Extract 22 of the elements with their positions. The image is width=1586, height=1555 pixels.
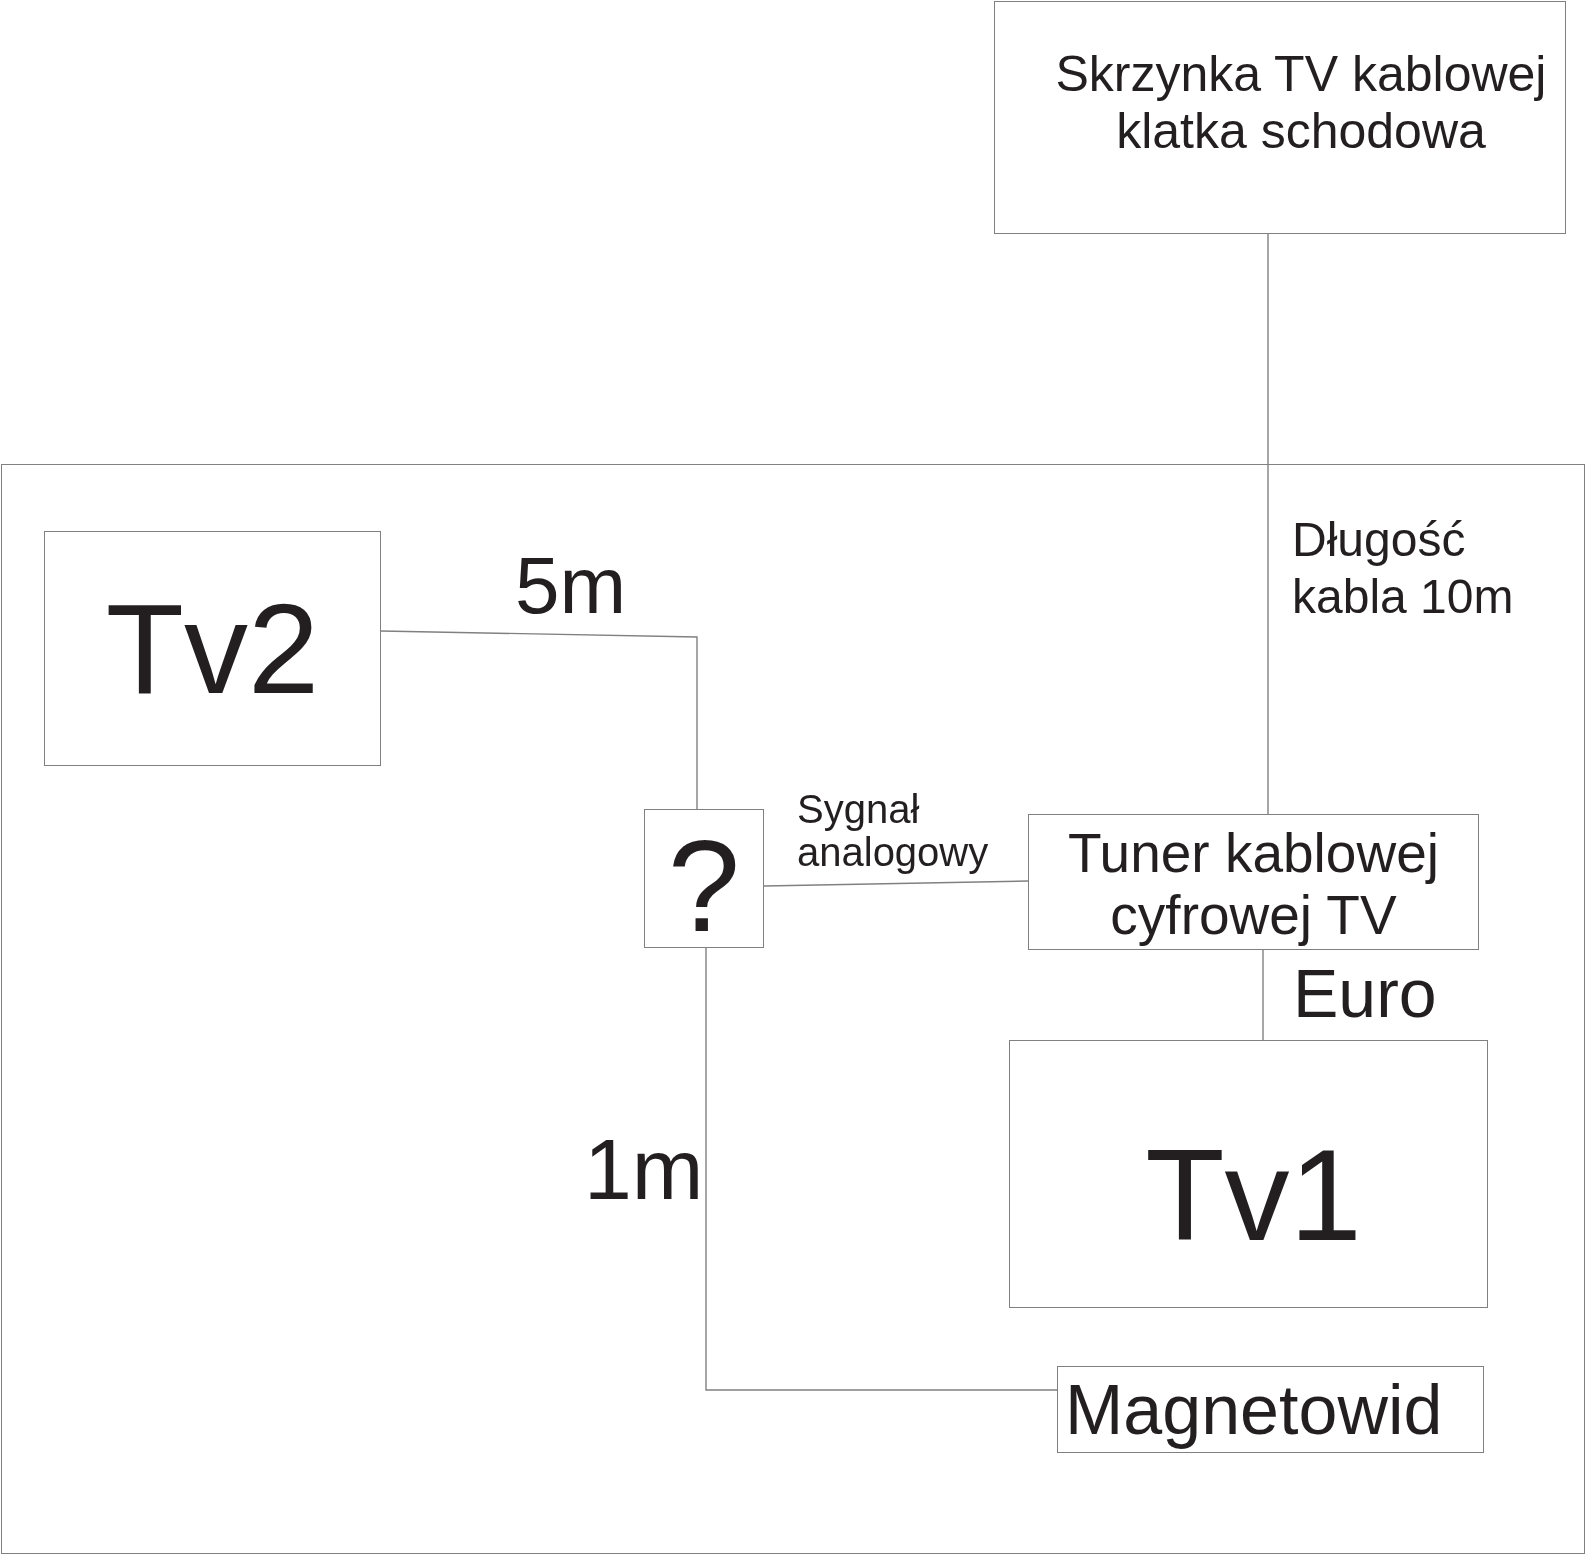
device-box [1057, 1366, 1484, 1453]
device-box [644, 809, 764, 948]
cable-line [763, 880, 1029, 887]
cable-line [705, 947, 1058, 1391]
cable-line [1267, 233, 1269, 815]
device-label: Tv2 [104, 584, 321, 713]
cable-line [1262, 949, 1264, 1041]
cable-line [380, 630, 698, 810]
device-box [44, 531, 381, 766]
device-box [994, 1, 1566, 234]
device-label: ? [666, 821, 742, 951]
device-label: Tv1 [1144, 1130, 1363, 1260]
room-outline [1, 464, 1585, 1554]
edge-label: 1m [584, 1126, 704, 1212]
device-box [1009, 1040, 1488, 1308]
device-label: Skrzynka TV kablowej klatka schodowa [1054, 46, 1548, 160]
device-box [1028, 814, 1479, 950]
edge-label: Długość kabla 10m [1292, 512, 1515, 625]
device-label: Tuner kablowej cyfrowej TV [1067, 822, 1440, 946]
edge-label: Euro [1293, 959, 1438, 1027]
edge-label: Sygnał analogowy [797, 788, 990, 874]
edge-label: 5m [515, 546, 628, 626]
